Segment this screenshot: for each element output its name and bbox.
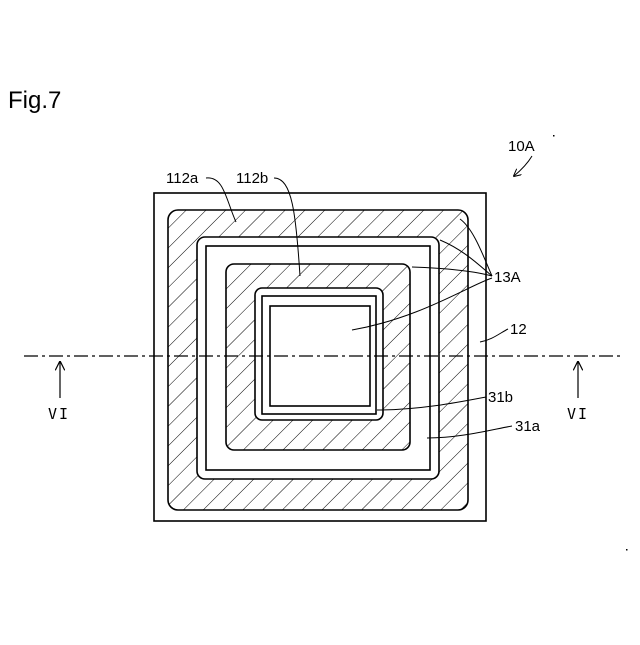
device-label: 10A	[508, 138, 535, 155]
label-31b: 31b	[488, 389, 513, 406]
label-12: 12	[510, 321, 527, 338]
section-label-right: VI	[567, 405, 589, 423]
label-112a: 112a	[166, 170, 199, 187]
outer-ring-hatch	[168, 210, 468, 510]
substrate-outline	[154, 193, 486, 521]
scan-speck-2	[626, 549, 628, 551]
scan-speck-1	[553, 135, 555, 137]
inner-ring-inner-edge	[255, 288, 383, 420]
label-31a: 31a	[515, 418, 541, 435]
section-label-left: VI	[48, 405, 70, 423]
label-112b: 112b	[236, 170, 268, 187]
device-arrow	[514, 156, 532, 176]
outer-ring-outer-edge	[168, 210, 468, 510]
leader-12	[480, 329, 508, 342]
figure-title: Fig.7	[8, 87, 61, 114]
label-13A: 13A	[494, 269, 521, 286]
inner-border	[262, 296, 376, 414]
